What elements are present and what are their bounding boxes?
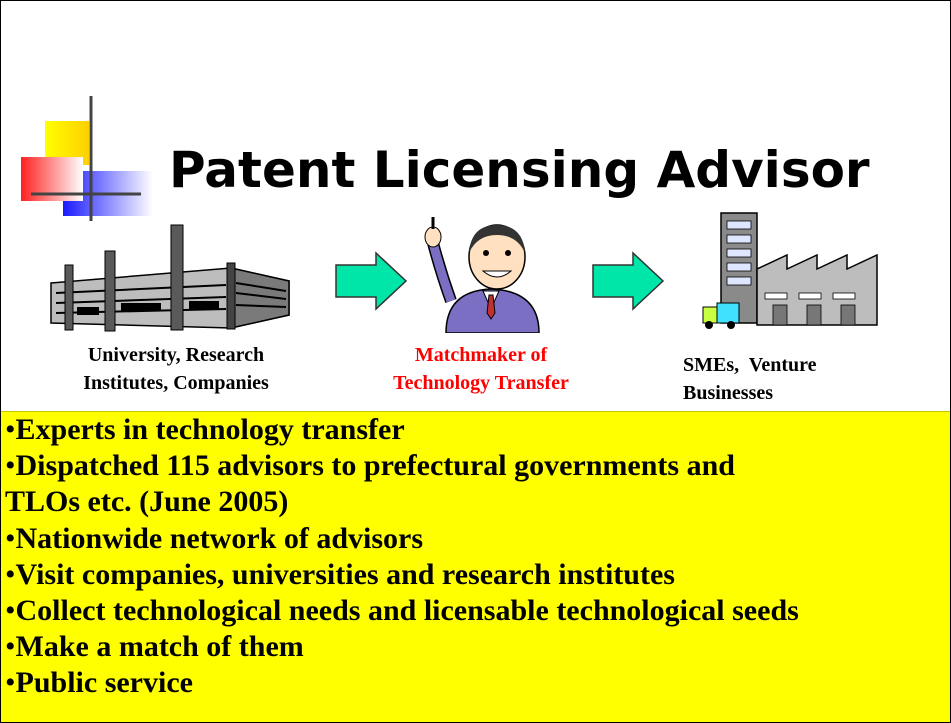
list-item: •Public service	[5, 666, 193, 700]
source-label-line-2: Institutes, Companies	[83, 372, 269, 394]
list-item: •Collect technological needs and licensa…	[5, 594, 799, 628]
list-item: •Visit companies, universities and resea…	[5, 557, 675, 591]
list-item: TLOs etc. (June 2005)	[5, 485, 289, 519]
target-label-line-1: SMEs, Venture	[683, 354, 817, 376]
matchmaker-label: Matchmaker of Technology Transfer	[346, 341, 616, 397]
list-item: •Nationwide network of advisors	[5, 521, 424, 555]
target-label: SMEs, Venture Businesses	[683, 351, 903, 407]
target-label-line-2: Businesses	[683, 382, 774, 404]
matchmaker-person-icon	[424, 217, 540, 333]
page-title: Patent Licensing Advisor	[169, 141, 870, 199]
arrow-right-icon	[335, 251, 408, 311]
university-building-icon	[50, 224, 290, 332]
corner-logo-icon	[21, 96, 153, 221]
factory-icon	[702, 212, 878, 329]
source-label: University, Research Institutes, Compani…	[41, 341, 311, 397]
source-label-line-1: University, Research	[87, 344, 265, 366]
arrow-right-icon	[592, 251, 665, 311]
bullet-list: •Experts in technology transfer •Dispatc…	[1, 412, 950, 702]
list-item: •Make a match of them	[5, 630, 304, 664]
list-item: •Experts in technology transfer	[5, 413, 405, 446]
highlight-box: •Experts in technology transfer •Dispatc…	[1, 411, 950, 722]
list-item: •Dispatched 115 advisors to prefectural …	[5, 449, 735, 483]
matchmaker-label-line-2: Technology Transfer	[393, 372, 569, 394]
matchmaker-label-line-1: Matchmaker of	[414, 344, 548, 366]
